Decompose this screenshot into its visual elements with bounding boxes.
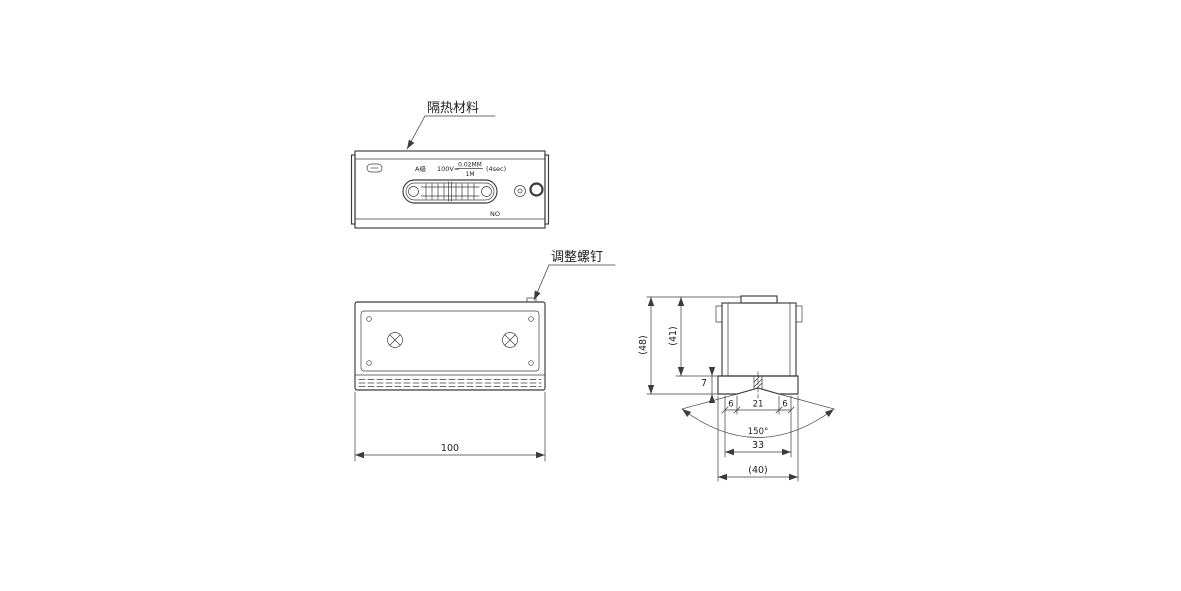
dim-body-height: (41) [668, 296, 685, 377]
voltage-label: 100V= [437, 165, 459, 173]
top-view [354, 297, 546, 391]
dim-angle-value: 150° [748, 427, 768, 437]
dim-flat-left-value: 6 [728, 400, 733, 410]
serration-band [358, 379, 542, 387]
vial-graduations [425, 181, 475, 202]
oblique-tick [787, 406, 795, 414]
dim-arrow-icon [536, 451, 545, 459]
dim-groove-width-value: 21 [753, 400, 764, 410]
knob-circle [529, 182, 544, 197]
side-top-cap [740, 295, 778, 304]
dim-bottom: 6 21 6 150° 33 (40) [680, 393, 836, 482]
side-left-tab [715, 305, 723, 323]
dim-arrow-icon [725, 448, 734, 456]
side-base-vee [717, 375, 799, 395]
top-inner-plate [360, 310, 540, 372]
dim-groove-angle: 150° [680, 393, 836, 438]
corner-screw-holes [366, 316, 534, 366]
dim-total-height: (48) [638, 296, 655, 395]
dim-flat-right-value: 6 [782, 400, 787, 410]
callout-insulation: 隔热材料 [404, 101, 496, 151]
dim-arrow-icon [355, 451, 364, 459]
vial-outer [402, 179, 498, 204]
fraction-numerator: 0.02MM [458, 162, 482, 169]
front-body [354, 150, 546, 229]
angle-face-line [778, 393, 835, 410]
oblique-tick [721, 406, 729, 414]
dim-arrow-icon [708, 367, 716, 376]
center-slot-detail [753, 371, 763, 399]
front-left-endcap [350, 154, 356, 225]
vial-left-end [408, 186, 419, 197]
front-badge [366, 163, 383, 173]
screw-head-outer [514, 185, 526, 197]
fraction-denominator: 1M [466, 171, 475, 178]
vial-inner [405, 182, 495, 201]
dim-arrow-icon [782, 448, 791, 456]
adjust-screw-notch [526, 297, 537, 303]
cross-screw-left [387, 332, 403, 348]
no-label: NO [490, 210, 500, 218]
dim-overall-width: (40) [717, 465, 799, 481]
dim-arrow-icon [647, 385, 655, 394]
dim-body-height-value: (41) [668, 326, 679, 346]
grade-label: A级 [415, 164, 426, 173]
side-view [715, 295, 803, 399]
dim-arrow-icon [677, 367, 685, 376]
dim-groove-span: 33 [724, 440, 792, 456]
front-right-endcap [544, 154, 550, 225]
dim-groove-segments: 6 21 6 [721, 400, 795, 414]
screw-head-inner [517, 188, 523, 194]
cross-screw-right [502, 332, 518, 348]
dim-base-height: 7 [701, 367, 716, 403]
vial-right-end [481, 186, 492, 197]
dim-overall-width-value: (40) [748, 465, 768, 476]
dim-length: 100 [354, 391, 546, 462]
adjust-screw-label: 调整螺钉 [551, 250, 603, 265]
front-view: A级 100V= 0.02MM 1M (4sec) [350, 150, 550, 229]
oblique-tick [733, 406, 741, 414]
side-right-tab [795, 305, 803, 323]
angle-arc [681, 408, 835, 438]
top-body [354, 301, 546, 391]
vial [402, 179, 498, 204]
dim-groove-span-value: 33 [752, 440, 764, 451]
dim-arrow-icon [718, 473, 727, 481]
dim-arrow-icon [677, 297, 685, 306]
callout-adjust-screw: 调整螺钉 [531, 250, 616, 302]
angle-face-line [681, 393, 738, 410]
dim-total-height-value: (48) [638, 335, 649, 355]
insulation-label: 隔热材料 [427, 101, 479, 116]
seconds-label: (4sec) [486, 165, 506, 173]
dim-arrow-icon [789, 473, 798, 481]
leader-arrow-icon [404, 139, 415, 151]
oblique-tick [775, 406, 783, 414]
dim-length-value: 100 [441, 443, 459, 454]
dim-arrow-icon [647, 297, 655, 306]
dim-heights: (48) (41) 7 [638, 296, 742, 403]
side-body [721, 302, 797, 377]
dim-base-height-value: 7 [701, 378, 707, 389]
